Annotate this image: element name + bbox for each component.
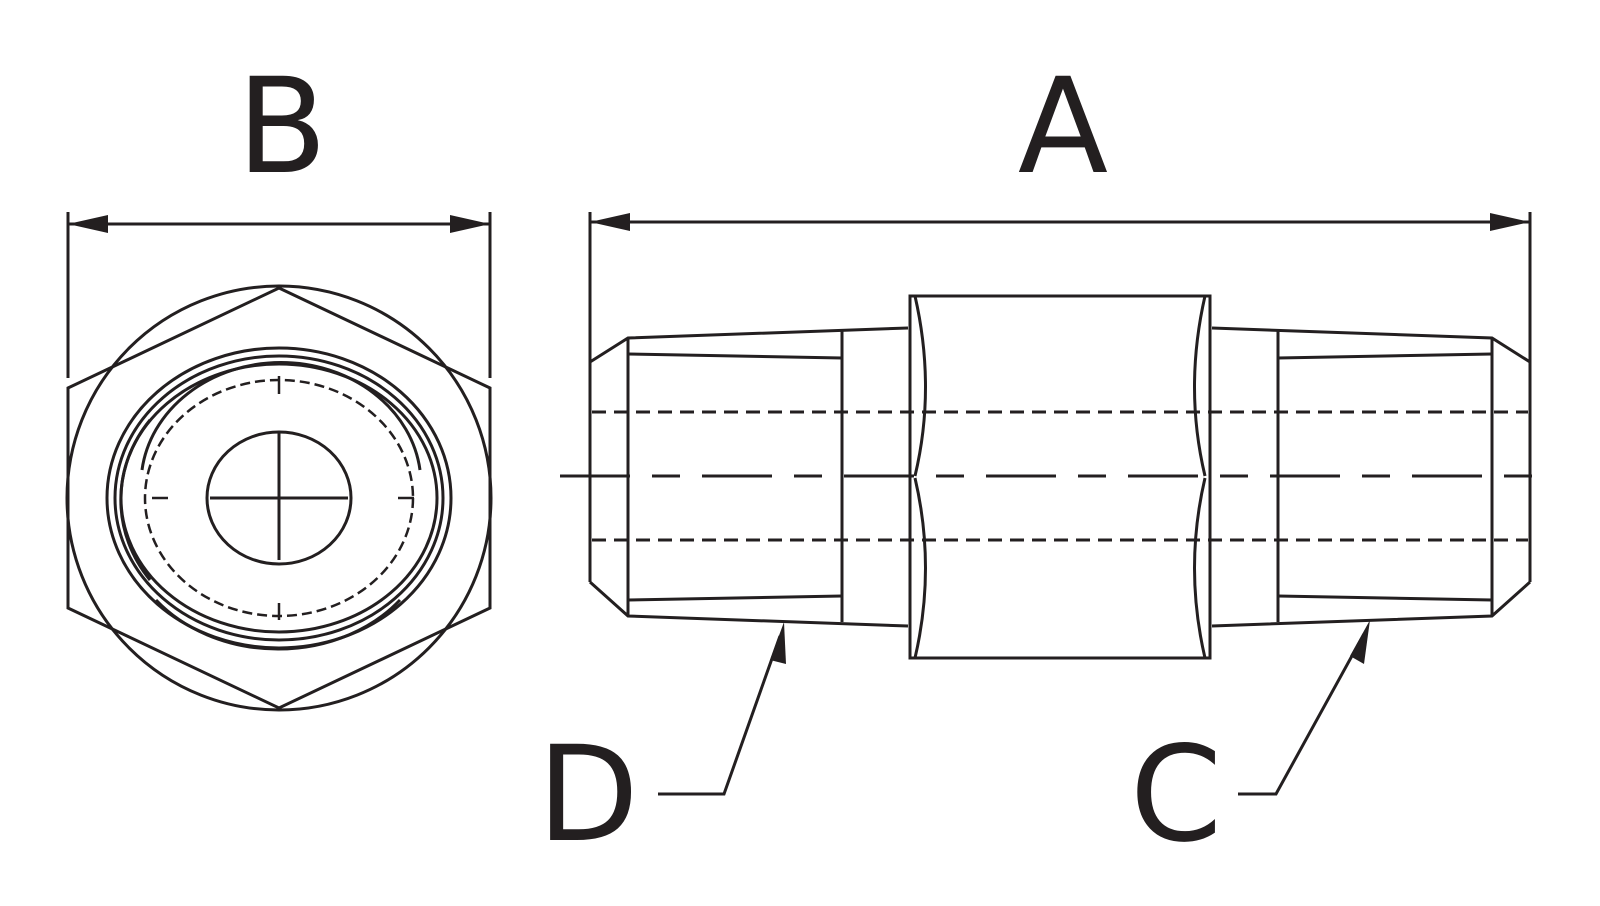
arrow-right-icon: [450, 215, 490, 233]
side-view: A: [537, 50, 1552, 872]
arrow-right-icon: [1490, 213, 1530, 231]
hex-chamfer-circle: [65, 284, 493, 712]
thread-ellipse-2: [113, 354, 445, 642]
label-a: A: [1018, 50, 1108, 204]
leader-d: D: [537, 622, 786, 872]
label-b: B: [237, 50, 328, 204]
right-thread-end: [1211, 326, 1532, 628]
end-view: B: [65, 50, 493, 712]
bore-ellipse: [205, 430, 353, 566]
arrow-up-icon: [770, 622, 786, 664]
thread-arc-left: [119, 419, 152, 581]
hex-outline: [66, 286, 492, 710]
label-c: C: [1130, 718, 1222, 872]
arrow-left-icon: [590, 213, 630, 231]
dimension-b: B: [66, 50, 492, 378]
thread-arc-lower: [154, 598, 402, 651]
label-d: D: [537, 718, 639, 872]
arrow-up-icon: [1350, 620, 1370, 664]
left-thread-end: [588, 326, 909, 628]
leader-c: C: [1130, 620, 1370, 872]
thread-arc-inner: [140, 361, 422, 471]
arrow-left-icon: [68, 215, 108, 233]
dimension-a: A: [588, 50, 1532, 362]
